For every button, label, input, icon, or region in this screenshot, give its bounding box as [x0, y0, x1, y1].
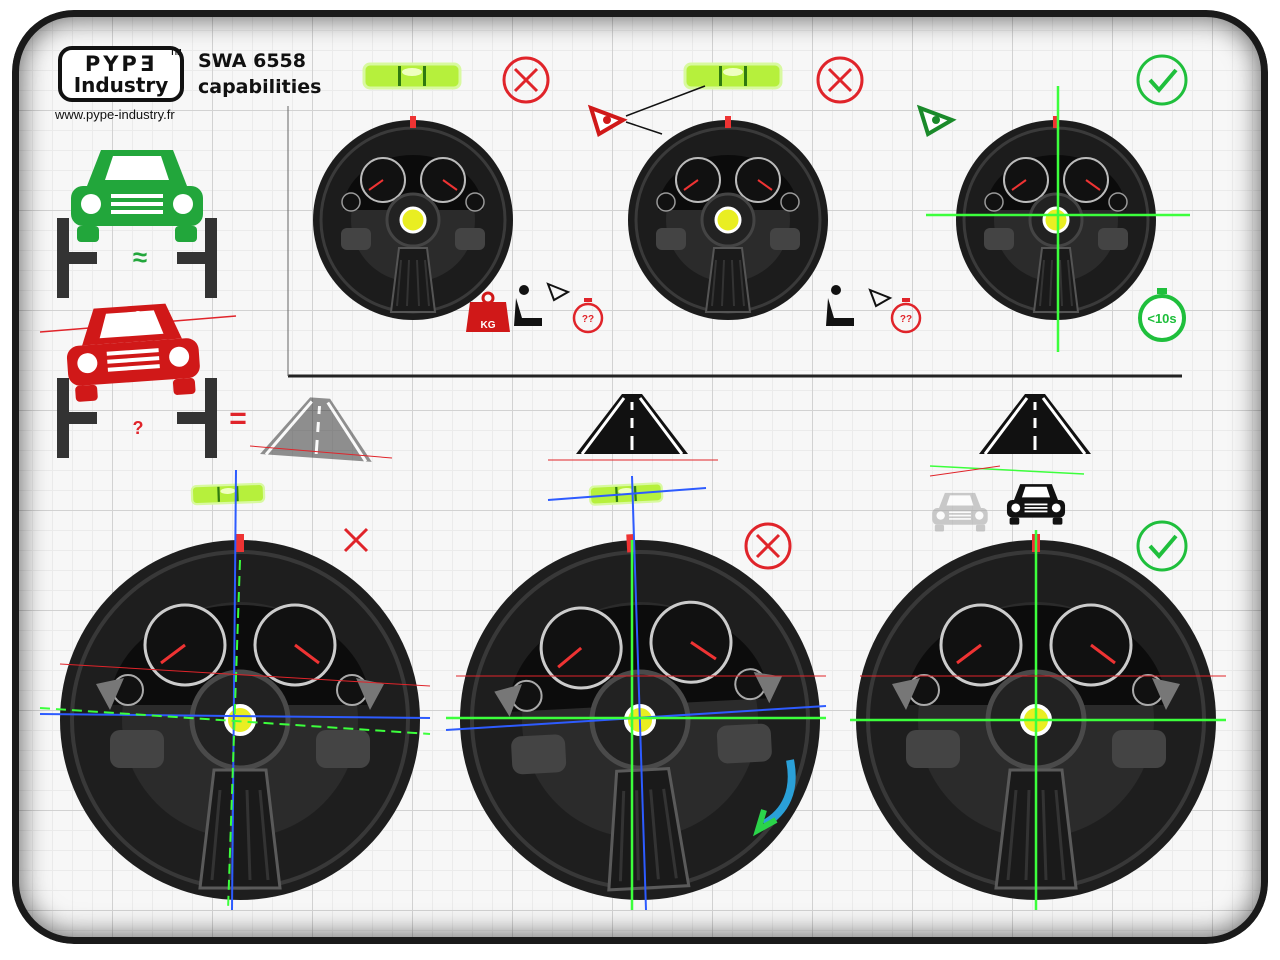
- stopwatch-icon: <10s: [1138, 288, 1186, 342]
- stopwatch-label: ??: [900, 314, 912, 325]
- rotate-arrow-icon: [753, 759, 796, 837]
- eye-icon: [546, 282, 571, 302]
- website-url: www.pype-industry.fr: [55, 107, 175, 122]
- approx-symbol: ≈: [133, 242, 147, 272]
- laser-cross: [850, 530, 1226, 910]
- level-line: [547, 487, 707, 501]
- page-title: SWA 6558: [198, 50, 306, 72]
- eye-icon: [868, 288, 893, 308]
- steering-wheel-top-1: [311, 114, 515, 322]
- seat-icon: [826, 285, 854, 326]
- stopwatch-icon: ??: [572, 298, 604, 334]
- eye-icon: [587, 104, 628, 137]
- logo-text-top: PYPƎ: [84, 52, 158, 76]
- level-bubble-icon: [190, 482, 266, 506]
- car-tilted-bad-icon: [63, 301, 202, 403]
- logo-text-bottom: Industry: [73, 73, 169, 97]
- road-tilt-line: [249, 445, 393, 459]
- bad-verdict-icon: [744, 522, 792, 570]
- equals-symbol: =: [229, 402, 247, 435]
- bad-verdict-icon: [343, 527, 369, 553]
- trademark-mark: TM: [170, 48, 182, 57]
- level-bubble-icon: [362, 62, 462, 90]
- seat-icon: [514, 285, 542, 326]
- page-subtitle: capabilities: [198, 76, 322, 98]
- road-icon: [977, 392, 1093, 456]
- stopwatch-label: ??: [582, 314, 594, 325]
- bad-verdict-icon: [502, 56, 550, 104]
- car-icon: [1006, 484, 1066, 525]
- level-bubble-icon: [683, 62, 783, 90]
- laser-cross: [445, 475, 827, 911]
- ok-verdict-icon: [1136, 54, 1188, 106]
- car-question-mark: ?: [134, 308, 142, 323]
- eye-icon: [916, 104, 957, 137]
- stopwatch-label: <10s: [1147, 311, 1176, 326]
- laser-cross: [926, 86, 1190, 352]
- road-icon: [574, 392, 690, 456]
- steering-wheel-top-3: [954, 114, 1158, 322]
- stand-question-mark: ?: [133, 418, 144, 438]
- stopwatch-icon: ??: [890, 298, 922, 334]
- brand-logo: PYPƎ Industry: [58, 46, 184, 102]
- car-ghost-icon: [932, 492, 988, 532]
- steering-wheel-top-2: [626, 114, 830, 322]
- laser-cross: [39, 469, 431, 911]
- bad-verdict-icon: [816, 56, 864, 104]
- sight-line: [625, 85, 706, 117]
- laser-beam-line: [929, 465, 1085, 475]
- reference-line: [929, 465, 1001, 477]
- weight-label: KG: [481, 320, 496, 331]
- car-level-ok-icon: [71, 150, 203, 242]
- ok-verdict-icon: [1136, 520, 1188, 572]
- sight-line: [625, 121, 663, 135]
- weight-icon: KG: [466, 291, 510, 332]
